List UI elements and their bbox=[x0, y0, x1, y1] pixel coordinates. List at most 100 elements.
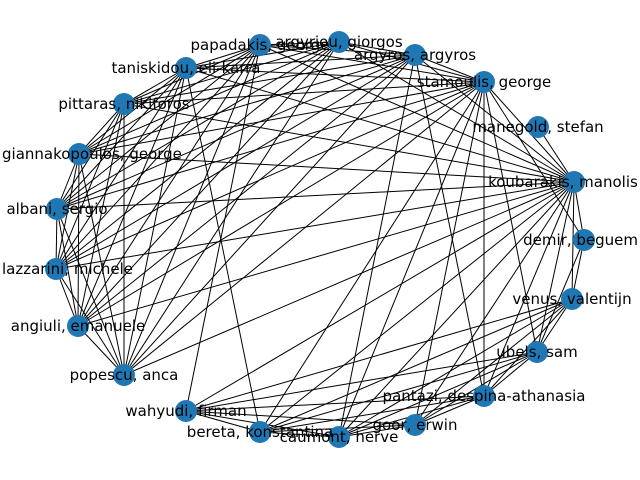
node-pittaras bbox=[113, 93, 135, 115]
node-argyriou bbox=[328, 31, 350, 53]
edge-stamoulis-taniskidou bbox=[185, 67, 485, 83]
node-albani bbox=[46, 198, 68, 220]
nodes-layer bbox=[45, 31, 595, 448]
node-label-demir: demir, beguem bbox=[523, 231, 638, 249]
edge-argyriou-popescu bbox=[123, 41, 340, 376]
edge-angiuli-popescu bbox=[77, 325, 125, 376]
edge-argyros-caumont bbox=[338, 54, 416, 438]
node-wahyudi bbox=[175, 400, 197, 422]
node-taniskidou bbox=[175, 57, 197, 79]
edge-argyriou-lazzarini bbox=[55, 41, 340, 270]
edge-lazzarini-popescu bbox=[55, 268, 125, 376]
node-label-argyros: argyros, argyros bbox=[354, 46, 476, 64]
node-label-wahyudi: wahyudi, firman bbox=[125, 402, 246, 420]
edge-stamoulis-angiuli bbox=[77, 81, 485, 327]
edge-stamoulis-papadakis bbox=[259, 44, 485, 83]
node-label-stamoulis: stamoulis, george bbox=[417, 73, 551, 91]
edge-koubarakis-ubels bbox=[536, 181, 575, 353]
node-demir bbox=[573, 229, 595, 251]
edge-argyros-angiuli bbox=[77, 54, 416, 327]
edge-papadakis-taniskidou bbox=[185, 44, 261, 69]
node-label-ubels: ubels, sam bbox=[496, 343, 577, 361]
edge-koubarakis-pantazi bbox=[483, 181, 575, 397]
edge-venus-caumont bbox=[338, 298, 573, 438]
node-label-lazzarini: lazzarini, michele bbox=[2, 260, 133, 278]
node-pantazi bbox=[473, 385, 495, 407]
edge-koubarakis-papadakis bbox=[259, 44, 575, 183]
edge-taniskidou-giannakopoulos bbox=[78, 67, 187, 155]
node-stamoulis bbox=[473, 71, 495, 93]
node-papadakis bbox=[249, 34, 271, 56]
edge-venus-bereta bbox=[259, 298, 573, 433]
edge-papadakis-wahyudi bbox=[185, 44, 261, 412]
node-ubels bbox=[526, 341, 548, 363]
edge-caumont-bereta bbox=[259, 431, 340, 438]
edge-stamoulis-pittaras bbox=[123, 81, 485, 105]
edge-argyros-popescu bbox=[123, 54, 416, 376]
edge-stamoulis-bereta bbox=[259, 81, 485, 433]
edge-argyriou-pittaras bbox=[123, 41, 340, 105]
edge-stamoulis-demir bbox=[483, 81, 585, 241]
edge-pantazi-wahyudi bbox=[185, 395, 485, 412]
edge-taniskidou-angiuli bbox=[77, 67, 187, 327]
edge-pittaras-giannakopoulos bbox=[78, 103, 125, 155]
edge-koubarakis-giannakopoulos bbox=[78, 153, 575, 183]
edge-argyros-pantazi bbox=[414, 54, 485, 397]
edge-argyros-albani bbox=[56, 54, 416, 210]
edge-stamoulis-caumont bbox=[338, 81, 485, 438]
edge-koubarakis-taniskidou bbox=[185, 67, 575, 183]
edge-koubarakis-bereta bbox=[259, 181, 575, 433]
edge-taniskidou-popescu bbox=[123, 67, 187, 376]
edge-papadakis-giannakopoulos bbox=[78, 44, 261, 155]
node-koubarakis bbox=[563, 171, 585, 193]
edge-bereta-wahyudi bbox=[185, 410, 261, 433]
node-label-manegold: manegold, stefan bbox=[472, 118, 603, 136]
edge-argyros-taniskidou bbox=[185, 54, 416, 69]
node-argyros bbox=[404, 44, 426, 66]
edge-albani-angiuli bbox=[56, 208, 79, 327]
edge-koubarakis-argyros bbox=[414, 54, 575, 183]
edge-venus-goor bbox=[414, 298, 573, 426]
node-goor bbox=[404, 414, 426, 436]
node-label-bereta: bereta, konstantina bbox=[187, 423, 333, 441]
node-label-pantazi: pantazi, despina-athanasia bbox=[383, 387, 586, 405]
edge-koubarakis-caumont bbox=[338, 181, 575, 438]
node-lazzarini bbox=[45, 258, 67, 280]
node-label-giannakopoulos: giannakopoulos, george bbox=[2, 145, 182, 163]
edge-koubarakis-goor bbox=[414, 181, 575, 426]
node-label-angiuli: angiuli, emanuele bbox=[11, 317, 145, 335]
edge-pittaras-albani bbox=[56, 103, 125, 210]
edge-argyriou-giannakopoulos bbox=[78, 41, 340, 155]
edge-papadakis-popescu bbox=[123, 44, 261, 376]
node-bereta bbox=[249, 421, 271, 443]
edge-pittaras-angiuli bbox=[77, 103, 125, 327]
edge-papadakis-albani bbox=[56, 44, 261, 210]
edge-ubels-wahyudi bbox=[185, 351, 538, 412]
node-venus bbox=[561, 288, 583, 310]
node-label-venus: venus, valentijn bbox=[512, 290, 631, 308]
edge-ubels-pantazi bbox=[483, 351, 538, 397]
edge-giannakopoulos-popescu bbox=[78, 153, 125, 376]
edge-argyros-pittaras bbox=[123, 54, 416, 105]
node-caumont bbox=[328, 426, 350, 448]
node-popescu bbox=[113, 364, 135, 386]
node-giannakopoulos bbox=[68, 143, 90, 165]
node-label-papadakis: papadakis, george bbox=[191, 36, 330, 54]
node-label-taniskidou: taniskidou, eli-karra bbox=[111, 59, 260, 77]
node-label-goor: goor, erwin bbox=[373, 416, 458, 434]
node-angiuli bbox=[67, 315, 89, 337]
edge-stamoulis-giannakopoulos bbox=[78, 81, 485, 155]
node-label-pittaras: pittaras, nikiforos bbox=[58, 95, 189, 113]
edge-pittaras-lazzarini bbox=[55, 103, 125, 270]
edge-argyros-stamoulis bbox=[414, 54, 485, 83]
edge-taniskidou-lazzarini bbox=[55, 67, 187, 270]
node-label-caumont: caumont, herve bbox=[280, 428, 399, 446]
edge-koubarakis-lazzarini bbox=[55, 181, 575, 270]
edge-argyriou-angiuli bbox=[77, 41, 340, 327]
edge-taniskidou-bereta bbox=[185, 67, 261, 433]
node-label-popescu: popescu, anca bbox=[70, 366, 179, 384]
edge-stamoulis-albani bbox=[56, 81, 485, 210]
edge-koubarakis-wahyudi bbox=[185, 181, 575, 412]
